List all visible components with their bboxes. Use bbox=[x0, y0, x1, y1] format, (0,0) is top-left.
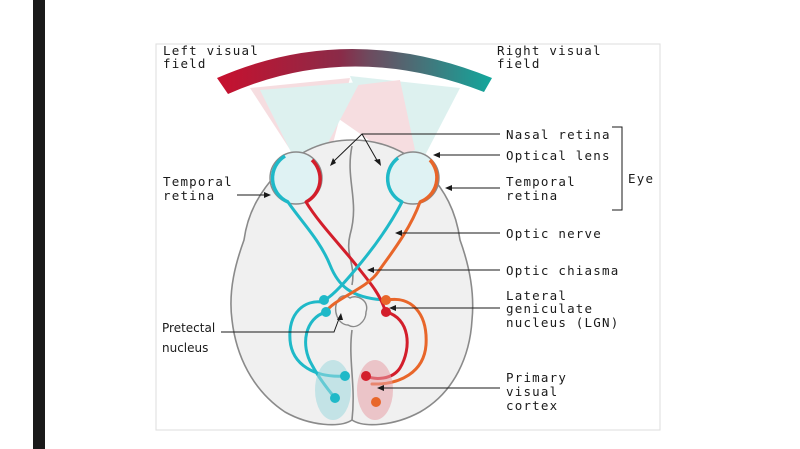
figure-frame bbox=[155, 43, 661, 431]
lgn-nodes bbox=[319, 295, 391, 317]
leader-arrowheads bbox=[264, 152, 452, 391]
optical-lens-label: Optical lens bbox=[506, 148, 611, 163]
leader-lines bbox=[221, 126, 623, 389]
temporal-retina-left-line2: retina bbox=[163, 188, 215, 203]
temporal-retina-left-line1: Temporal bbox=[163, 174, 233, 189]
left-eye bbox=[269, 151, 323, 205]
sidebar-dark-bar bbox=[33, 0, 45, 449]
visual-cortex-patches bbox=[315, 360, 393, 420]
brain-outline bbox=[230, 139, 474, 426]
pretectal-nucleus-line2: nucleus bbox=[162, 341, 208, 355]
left-sidebar bbox=[0, 0, 45, 449]
primary-visual-cortex-line2: visual bbox=[506, 384, 558, 399]
left-visual-field-line2: field bbox=[163, 56, 207, 71]
right-eye bbox=[385, 151, 440, 205]
primary-visual-cortex-line3: cortex bbox=[506, 398, 558, 413]
visual-field-arc bbox=[217, 49, 492, 94]
right-visual-field-line1: Right visual bbox=[497, 43, 602, 58]
primary-visual-cortex-line1: Primary bbox=[506, 370, 567, 385]
lgn-label-line1: Lateral bbox=[506, 288, 567, 303]
lgn-label-line3: nucleus (LGN) bbox=[506, 315, 619, 330]
pretectal-nucleus-line1: Pretectal bbox=[162, 321, 215, 335]
right-visual-field-line2: field bbox=[497, 56, 541, 71]
optic-nerve-label: Optic nerve bbox=[506, 226, 602, 241]
lgn-label-line2: geniculate bbox=[506, 301, 593, 316]
temporal-retina-right-line2: retina bbox=[506, 188, 558, 203]
left-visual-field-line1: Left visual bbox=[163, 43, 259, 58]
temporal-retina-right-line1: Temporal bbox=[506, 174, 576, 189]
optic-chiasma-label: Optic chiasma bbox=[506, 263, 619, 278]
eye-label: Eye bbox=[628, 171, 654, 186]
nasal-retina-label: Nasal retina bbox=[506, 127, 611, 142]
